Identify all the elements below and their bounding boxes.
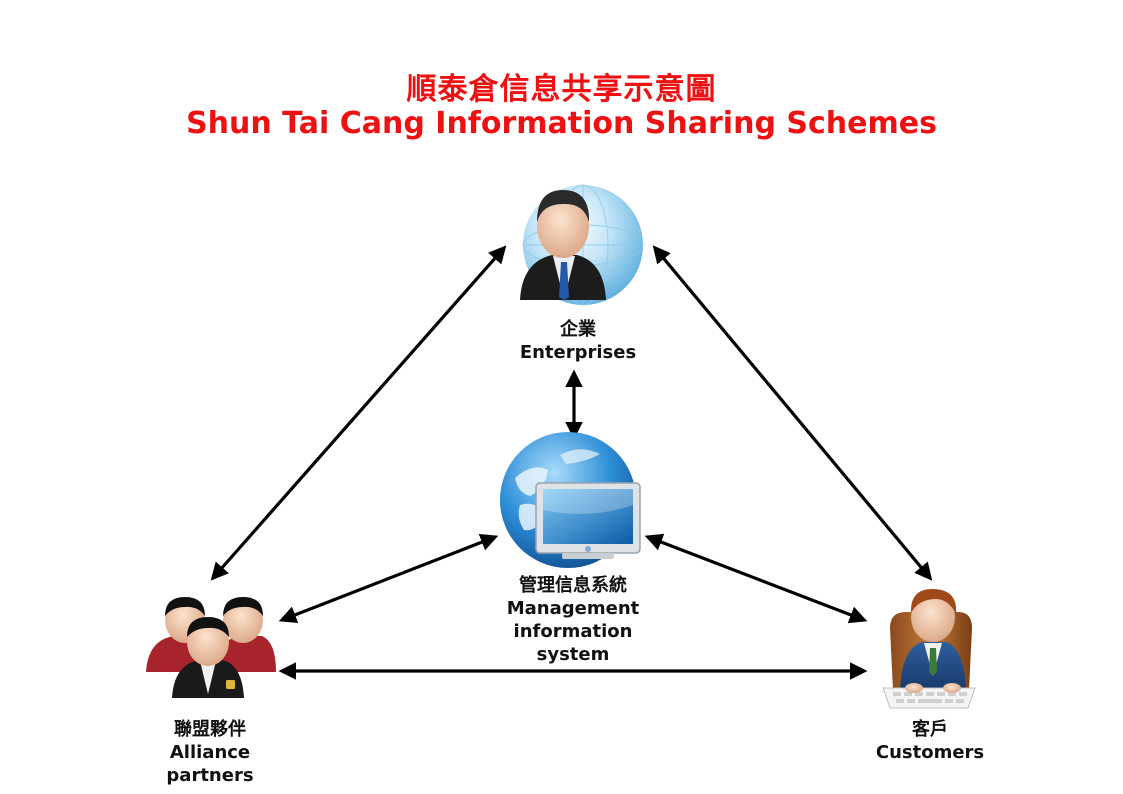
alliance-label: 聯盟夥伴 Alliance partners [140, 718, 280, 787]
mis-label: 管理信息系統 Management information system [488, 574, 658, 666]
title-english: Shun Tai Cang Information Sharing Scheme… [186, 106, 937, 141]
businessman-globe-icon [520, 184, 644, 306]
customers-label-zh: 客戶 [912, 719, 948, 740]
computer-globe-icon [500, 432, 641, 568]
title-chinese: 順泰倉信息共享示意圖 [406, 72, 717, 107]
mis-label-en-2: information [513, 621, 633, 642]
enterprises-label-en: Enterprises [519, 342, 637, 363]
mis-label-en-3: system [536, 644, 610, 665]
arrow-alliance-enterprises [210, 245, 507, 581]
alliance-label-zh: 聯盟夥伴 [174, 719, 246, 740]
enterprises-label: 企業 Enterprises [498, 318, 658, 364]
mis-label-zh: 管理信息系統 [519, 575, 627, 596]
arrow-enterprises-customers [652, 245, 933, 581]
customer-at-keyboard-icon [882, 588, 976, 709]
arrow-alliance-mis [278, 533, 499, 624]
customers-label: 客戶 Customers [860, 718, 1000, 764]
alliance-label-en-1: Alliance [169, 742, 251, 763]
partners-group-icon [146, 597, 276, 698]
alliance-label-en-2: partners [166, 765, 254, 786]
arrow-mis-customers [644, 533, 868, 624]
enterprises-label-zh: 企業 [560, 319, 596, 340]
customers-label-en: Customers [875, 742, 985, 763]
mis-label-en-1: Management [506, 598, 640, 619]
